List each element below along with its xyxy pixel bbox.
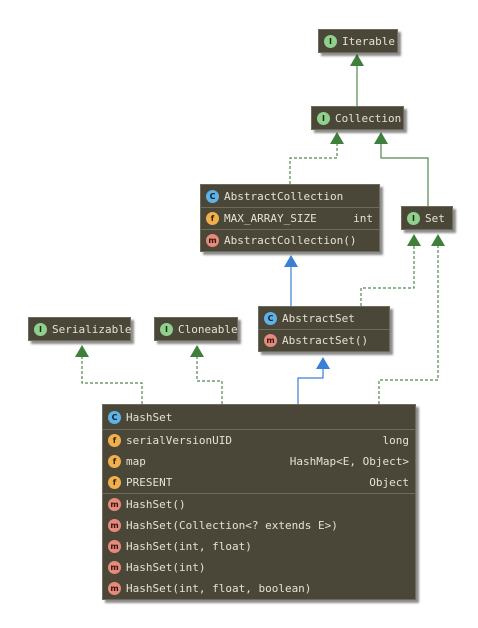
class-name: HashSet xyxy=(126,410,173,424)
interface-icon: I xyxy=(34,322,47,336)
edge-hashset-abstractset xyxy=(297,366,324,404)
method-name: AbstractCollection() xyxy=(224,234,357,247)
field-row[interactable]: f serialVersionUID long xyxy=(103,430,415,451)
method-row[interactable]: m AbstractSet() xyxy=(259,329,389,351)
arrowhead-serializable xyxy=(75,345,89,357)
abstract-set-node[interactable]: C AbstractSet m AbstractSet() xyxy=(258,306,390,352)
method-icon: m xyxy=(206,234,219,247)
collection-node[interactable]: I Collection xyxy=(311,106,404,130)
method-name: AbstractSet() xyxy=(282,334,369,347)
method-row[interactable]: m HashSet() xyxy=(103,494,415,515)
edge-hashset-cloneable xyxy=(196,353,223,404)
method-name: HashSet(Collection<? extends E>) xyxy=(126,519,338,532)
method-icon: m xyxy=(108,540,121,553)
arrowhead-abstractcollection xyxy=(284,255,298,267)
field-row[interactable]: f MAX_ARRAY_SIZE int xyxy=(201,207,379,229)
class-name: AbstractSet xyxy=(282,311,355,325)
class-name: Serializable xyxy=(52,322,132,336)
hashset-node[interactable]: C HashSet f serialVersionUID long f map … xyxy=(102,404,416,600)
set-node[interactable]: I Set xyxy=(401,206,453,230)
arrowhead-abstractset xyxy=(316,357,330,369)
arrowhead-set-b xyxy=(431,234,445,246)
field-name: MAX_ARRAY_SIZE xyxy=(224,212,317,225)
arrowhead-collection-a xyxy=(330,132,344,144)
abstract-class-icon: C xyxy=(206,189,219,203)
method-name: HashSet(int) xyxy=(126,561,206,574)
method-icon: m xyxy=(264,334,277,347)
method-icon: m xyxy=(108,582,121,595)
field-type: Object xyxy=(369,476,409,489)
method-row[interactable]: m AbstractCollection() xyxy=(201,229,379,251)
field-icon: f xyxy=(206,212,219,225)
interface-icon: I xyxy=(160,322,173,336)
class-name: Collection xyxy=(335,111,402,125)
class-name: Cloneable xyxy=(178,322,238,336)
edge-abstractcollection-collection xyxy=(289,140,338,184)
class-name: Iterable xyxy=(342,34,395,48)
class-icon: C xyxy=(108,410,121,424)
class-name: Set xyxy=(425,211,445,225)
method-icon: m xyxy=(108,519,121,532)
method-row[interactable]: m HashSet(int, float, boolean) xyxy=(103,578,415,599)
method-row[interactable]: m HashSet(int) xyxy=(103,557,415,578)
field-type: int xyxy=(353,212,373,225)
field-type: long xyxy=(382,434,410,447)
method-name: HashSet(int, float, boolean) xyxy=(126,582,312,595)
field-icon: f xyxy=(108,476,121,489)
method-icon: m xyxy=(108,561,121,574)
method-name: HashSet(int, float) xyxy=(126,540,252,553)
field-type: HashMap<E, Object> xyxy=(289,455,409,468)
field-name: PRESENT xyxy=(126,476,173,489)
cloneable-node[interactable]: I Cloneable xyxy=(154,317,238,341)
field-icon: f xyxy=(108,434,121,447)
abstract-class-icon: C xyxy=(264,311,277,325)
method-row[interactable]: m HashSet(int, float) xyxy=(103,536,415,557)
arrowhead-iterable xyxy=(350,54,364,66)
field-icon: f xyxy=(108,455,121,468)
field-name: map xyxy=(126,455,146,468)
method-row[interactable]: m HashSet(Collection<? extends E>) xyxy=(103,515,415,536)
arrowhead-collection-b xyxy=(374,132,388,144)
abstract-collection-node[interactable]: C AbstractCollection f MAX_ARRAY_SIZE in… xyxy=(200,184,380,252)
edge-set-collection xyxy=(380,140,429,206)
method-icon: m xyxy=(108,498,121,511)
field-row[interactable]: f map HashMap<E, Object> xyxy=(103,451,415,472)
field-row[interactable]: f PRESENT Object xyxy=(103,472,415,493)
interface-icon: I xyxy=(324,34,337,48)
field-name: serialVersionUID xyxy=(126,434,232,447)
method-name: HashSet() xyxy=(126,498,186,511)
interface-icon: I xyxy=(317,111,330,125)
class-name: AbstractCollection xyxy=(224,189,344,203)
arrowhead-cloneable xyxy=(190,345,204,357)
serializable-node[interactable]: I Serializable xyxy=(28,317,131,341)
iterable-node[interactable]: I Iterable xyxy=(318,29,398,53)
interface-icon: I xyxy=(407,211,420,225)
arrowhead-set-a xyxy=(407,234,421,246)
edge-hashset-set xyxy=(378,242,439,404)
edge-hashset-serializable xyxy=(81,353,143,404)
